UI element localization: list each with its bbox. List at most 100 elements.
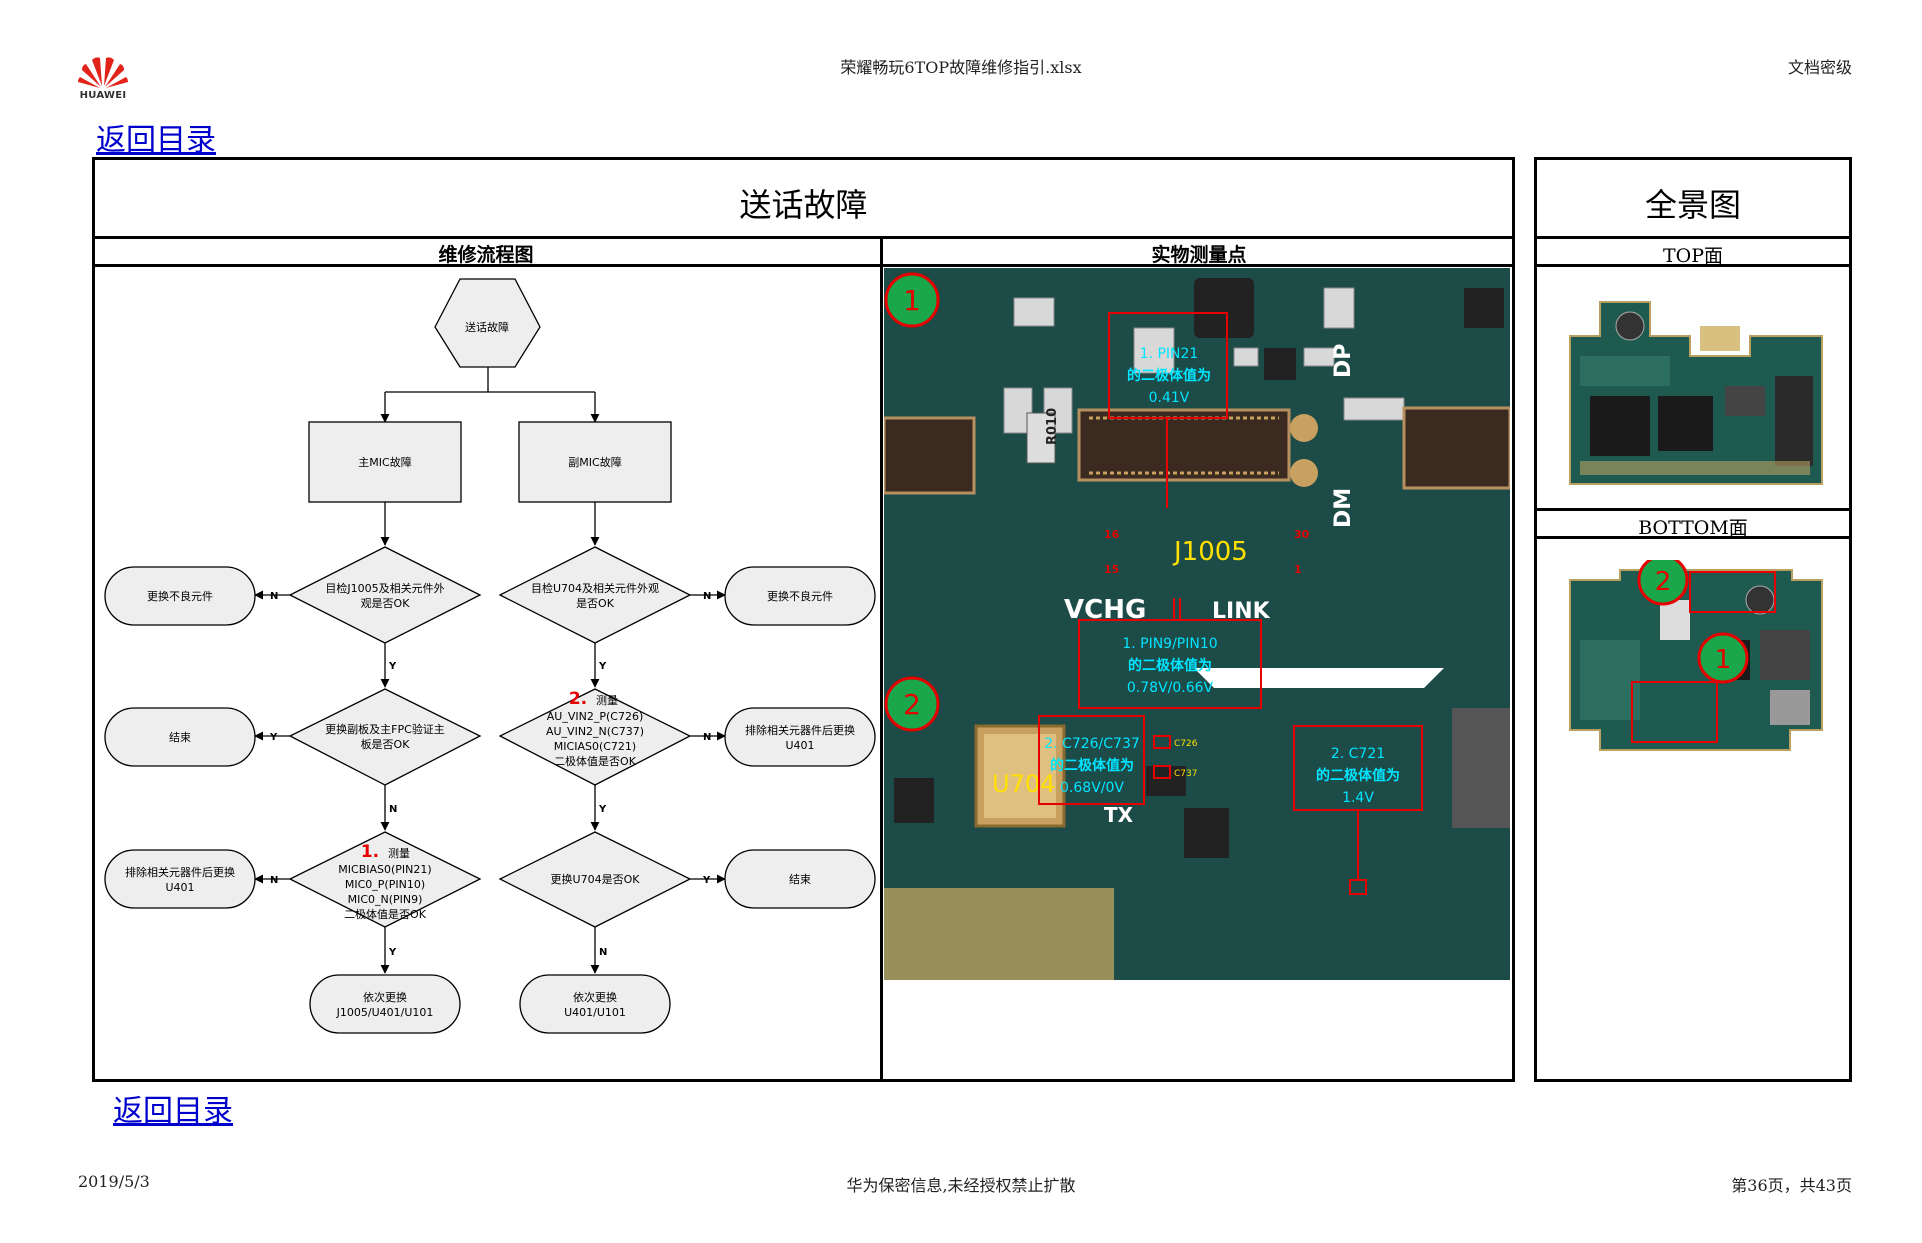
silk-r010: R010 <box>1045 408 1060 445</box>
measure-2-line3: AU_VIN2_N(C737) <box>546 725 644 738</box>
overview-marker-1-label: 1 <box>1715 645 1732 675</box>
edge-label: N <box>599 947 607 958</box>
final-left-node <box>309 974 461 1034</box>
decision-swap-subboard <box>288 688 482 786</box>
security-level: 文档密级 <box>1787 58 1852 77</box>
overview-marker-1-icon <box>1697 632 1749 684</box>
note-pin21-line2: 的二极体值为 <box>1127 367 1211 384</box>
final-left-line2: J1005/U401/U101 <box>336 1006 434 1019</box>
decision-inspect-j1005-line2: 观是否OK <box>361 597 411 610</box>
main-panel-title: 送话故障 <box>739 186 868 224</box>
exclude-left-line2: U401 <box>165 881 194 894</box>
bottom-side-label: BOTTOM面 <box>1638 517 1748 539</box>
decision-inspect-j1005-line1: 目检J1005及相关元件外 <box>325 581 444 595</box>
silk-c726: C726 <box>1174 739 1198 749</box>
footer-page-number: 第36页，共43页 <box>1731 1176 1852 1195</box>
huawei-logo: HUAWEI <box>76 52 130 104</box>
pin-15-label: 15 <box>1104 563 1119 576</box>
overview-panel <box>1534 157 1852 1082</box>
exclude-left-line1: 排除相关元器件后更换 <box>125 865 235 879</box>
note-c721-line1: 2. C721 <box>1331 746 1385 762</box>
edge-label: N <box>389 804 397 815</box>
decision-inspect-j1005 <box>288 546 482 644</box>
marker-2-icon <box>884 676 940 732</box>
overview-title: 全景图 <box>1644 186 1741 224</box>
replace-part-right-node <box>724 566 876 626</box>
decision-measure-pin21 <box>288 831 482 928</box>
u704-label: U704 <box>992 770 1055 798</box>
edge-label: Y <box>598 661 607 672</box>
overview-marker-2-label: 2 <box>1655 567 1672 597</box>
j1005-connector <box>1077 408 1291 482</box>
silk-c737: C737 <box>1174 769 1197 779</box>
replace-part-left-node <box>104 566 256 626</box>
silk-tx: TX <box>1104 803 1134 827</box>
note-pin9-line2: 的二极体值为 <box>1128 657 1212 674</box>
step-1-number: 1. <box>361 842 379 862</box>
exclude-right-node <box>724 707 876 767</box>
footer-confidential: 华为保密信息,未经授权禁止扩散 <box>846 1176 1076 1195</box>
measure-2-line1: 测量 <box>596 694 618 707</box>
pin9-highlight-box <box>1078 619 1262 709</box>
measure-1-line5: 二极体值是否OK <box>344 907 427 921</box>
exclude-right-line1: 排除相关元器件后更换 <box>745 723 855 737</box>
edge-label: Y <box>388 661 397 672</box>
start-label: 送话故障 <box>465 320 509 334</box>
decision-replace-u704-label: 更换U704是否OK <box>551 872 641 886</box>
pin-1-label: 1 <box>1294 563 1302 576</box>
note-c721-line3: 1.4V <box>1342 790 1374 806</box>
end-right-node <box>724 849 876 909</box>
end-left-node <box>104 707 256 767</box>
note-c721-line2: 的二极体值为 <box>1316 767 1400 784</box>
sub-mic-node <box>518 421 672 503</box>
c726-highlight-box <box>1038 715 1145 805</box>
bottom-mark-1-box <box>1631 681 1718 743</box>
board-bottom-view: 2 1 <box>1569 560 1823 751</box>
j1005-label: J1005 <box>1172 537 1248 567</box>
logo-wordmark: HUAWEI <box>79 90 127 101</box>
document-title: 荣耀畅玩6TOP故障维修指引.xlsx <box>840 58 1082 77</box>
decision-inspect-u704-line2: 是否OK <box>576 597 615 610</box>
note-pin21-line1: 1. PIN21 <box>1140 346 1199 362</box>
replace-part-right-label: 更换不良元件 <box>767 589 833 603</box>
exclude-right-line2: U401 <box>785 739 814 752</box>
silk-dm: DM <box>1331 488 1356 528</box>
measure-2-line2: AU_VIN2_P(C726) <box>547 710 643 723</box>
note-c726-line2: 的二极体值为 <box>1050 757 1134 774</box>
top-side-label: TOP面 <box>1662 245 1724 267</box>
edge-label: N <box>703 732 711 743</box>
replace-part-left-label: 更换不良元件 <box>147 589 213 603</box>
marker-1-label: 1 <box>903 284 921 317</box>
edge-label: N <box>703 591 711 602</box>
start-node <box>434 278 541 368</box>
back-to-index-link-top[interactable]: 返回目录 <box>96 123 216 158</box>
measure-1-line1: 测量 <box>388 847 410 860</box>
marker-2-label: 2 <box>903 688 921 721</box>
board-top-view <box>1569 301 1823 485</box>
note-pin21-line3: 0.41V <box>1149 390 1190 406</box>
edge-label: Y <box>269 732 278 743</box>
measure-2-line5: 二极体值是否OK <box>554 754 637 768</box>
step-2-number: 2. <box>569 689 587 709</box>
final-left-line1: 依次更换 <box>363 990 407 1004</box>
final-right-line1: 依次更换 <box>573 990 617 1004</box>
decision-measure-c726 <box>498 688 692 786</box>
measure-1-line3: MIC0_P(PIN10) <box>345 878 425 891</box>
end-right-label: 结束 <box>789 873 811 886</box>
huawei-logo-icon <box>78 57 128 88</box>
pcb-measurement-photo: VCHG LINK R010 DP DM 16 30 15 1 J1005 1.… <box>884 268 1510 980</box>
end-left-label: 结束 <box>169 731 191 744</box>
measure-1-line4: MIC0_N(PIN9) <box>348 893 423 906</box>
bottom-mark-2-box <box>1689 571 1776 613</box>
main-mic-label: 主MIC故障 <box>358 455 411 469</box>
back-to-index-link-bottom[interactable]: 返回目录 <box>113 1094 233 1129</box>
note-pin9-line1: 1. PIN9/PIN10 <box>1122 636 1217 652</box>
edge-label: N <box>270 875 278 886</box>
note-c726-line3: 0.68V/0V <box>1060 780 1124 796</box>
decision-inspect-u704 <box>498 546 692 644</box>
exclude-left-node <box>104 849 256 909</box>
edge-label: N <box>270 591 278 602</box>
edge-label: Y <box>388 947 397 958</box>
main-mic-node <box>308 421 462 503</box>
main-panel <box>92 157 1515 1082</box>
